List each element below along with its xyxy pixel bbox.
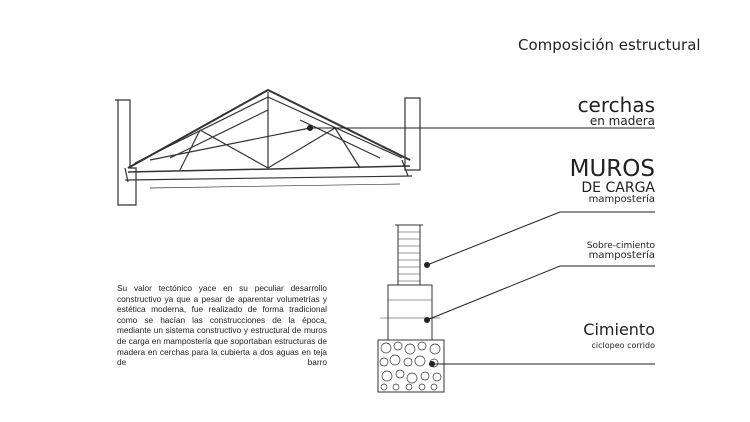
label-cimiento: Cimiento ciclopeo corrido [583,322,655,350]
label-sub: mampostería [588,250,655,261]
label-main: MUROS [569,156,655,182]
label-cerchas: cerchas en madera [578,95,655,127]
label-mid: DE CARGA [581,180,655,196]
label-sub: mampostería [588,194,655,205]
leader-lines [307,125,655,367]
label-main: Cimiento [583,320,655,339]
wall-section [377,224,445,393]
description-paragraph: Su valor tectónico yace en su peculiar d… [117,283,327,368]
label-main: Sobre-cimiento [586,241,655,251]
truss-sketch [115,88,421,206]
label-main: cerchas [577,93,655,117]
label-sub: en madera [589,114,655,128]
page-title: Composición estructural [518,36,701,54]
label-sub: ciclopeo corrido [591,341,656,350]
label-muros: MUROS DE CARGA mampostería [570,158,655,205]
label-sobrecimiento: Sobre-cimiento mampostería [587,242,655,261]
